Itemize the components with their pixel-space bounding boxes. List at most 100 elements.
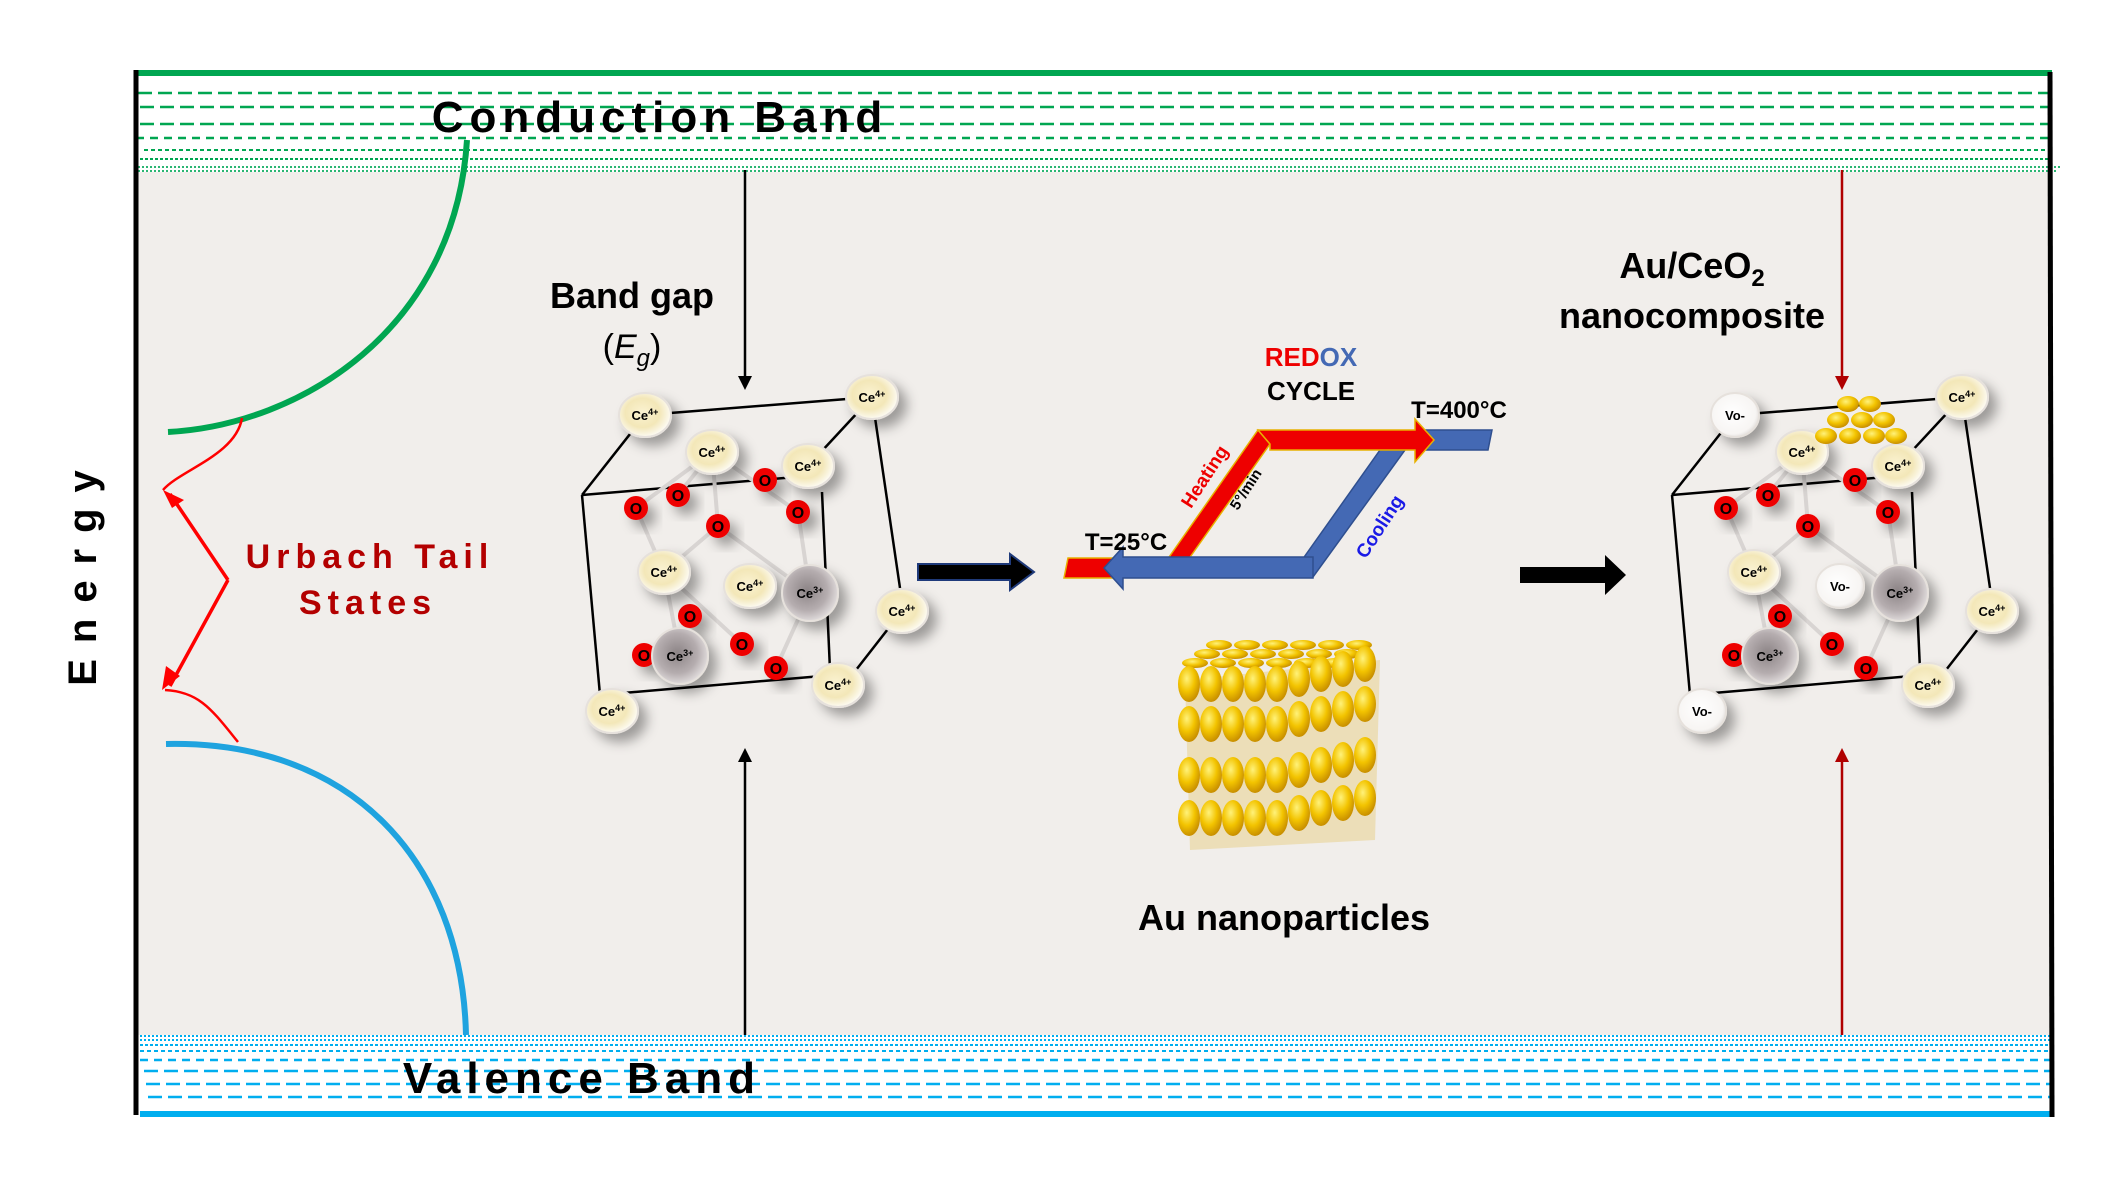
cerium-ion: Ce4+ xyxy=(1871,443,1925,489)
oxygen-label: O xyxy=(672,488,684,505)
valence-band-label: Valence Band xyxy=(403,1054,761,1103)
gold-particle xyxy=(1178,706,1200,742)
oxygen-atom: O xyxy=(1820,632,1844,656)
lattice-edge xyxy=(870,396,902,589)
oxygen-label: O xyxy=(792,505,804,522)
ion-label: Ce4+ xyxy=(1789,444,1816,460)
gold-particle xyxy=(1266,666,1288,702)
ion-label: Ce3+ xyxy=(797,585,824,601)
gold-particle xyxy=(1815,428,1837,444)
oxygen-label: O xyxy=(759,473,771,490)
gold-particle xyxy=(1262,640,1288,650)
heating-arrow xyxy=(1256,417,1436,465)
gold-particle xyxy=(1859,396,1881,412)
gold-cluster xyxy=(1815,396,1907,444)
gold-particle xyxy=(1244,800,1266,836)
oxygen-label: O xyxy=(1774,609,1786,626)
conduction-band xyxy=(136,70,2062,172)
arrow-head-down-icon xyxy=(738,376,752,390)
gold-particle xyxy=(1244,666,1266,702)
ion-label: Ce4+ xyxy=(651,564,678,580)
gold-particle xyxy=(1222,706,1244,742)
oxygen-label: O xyxy=(1882,505,1894,522)
oxygen-vacancy: Vo- xyxy=(1710,392,1760,438)
cerium-ion: Ce4+ xyxy=(1935,374,1989,420)
gold-particle xyxy=(1354,686,1376,722)
cerium-ion: Ce4+ xyxy=(685,429,739,475)
valence-band xyxy=(136,1035,2052,1125)
cerium-ion: Ce4+ xyxy=(585,688,639,734)
au-nanoparticle-cube xyxy=(1178,640,1380,850)
oxygen-atom: O xyxy=(764,656,788,680)
cerium-ion: Ce4+ xyxy=(637,549,691,595)
lattice-edge xyxy=(1689,674,1913,697)
gold-particle xyxy=(1200,666,1222,702)
cerium-ion: Ce4+ xyxy=(811,662,865,708)
gold-particle xyxy=(1238,658,1264,668)
redox-cycle-diagram xyxy=(1063,417,1493,591)
process-arrow-right-icon xyxy=(917,552,1036,592)
gold-particle xyxy=(1288,701,1310,737)
low-temperature-label: T=25°C xyxy=(1085,529,1167,556)
oxygen-label: O xyxy=(1728,648,1740,665)
ion-label: Ce4+ xyxy=(599,703,626,719)
ion-label: Vo- xyxy=(1830,579,1850,594)
oxygen-label: O xyxy=(1720,501,1732,518)
gold-particle xyxy=(1244,757,1266,793)
oxygen-label: O xyxy=(1849,473,1861,490)
gold-particle xyxy=(1222,800,1244,836)
gold-particle xyxy=(1827,412,1849,428)
band-gap-label: Band gap xyxy=(550,275,714,316)
gold-particle xyxy=(1206,640,1232,650)
oxygen-atom: O xyxy=(624,496,648,520)
oxygen-label: O xyxy=(770,661,782,678)
ion-label: Ce3+ xyxy=(1887,585,1914,601)
gold-particle xyxy=(1885,428,1907,444)
ion-label: Ce4+ xyxy=(825,677,852,693)
gold-particle xyxy=(1310,747,1332,783)
cerium-ion: Ce4+ xyxy=(1901,662,1955,708)
gold-particle xyxy=(1210,658,1236,668)
gold-particle xyxy=(1200,757,1222,793)
cerium-ion: Ce4+ xyxy=(781,443,835,489)
gold-particle xyxy=(1178,800,1200,836)
gold-particle xyxy=(1266,658,1292,668)
oxygen-vacancy: Vo- xyxy=(1677,688,1727,734)
cerium-ion: Ce4+ xyxy=(618,392,672,438)
oxygen-atom: O xyxy=(666,483,690,507)
oxygen-label: O xyxy=(638,648,650,665)
cerium-ion: Ce4+ xyxy=(875,588,929,634)
urbach-tail-arrows xyxy=(162,417,244,743)
oxygen-atom: O xyxy=(786,500,810,524)
cycle-label: CYCLE xyxy=(1267,376,1355,406)
gold-particle xyxy=(1837,396,1859,412)
urbach-tail-label: Urbach Tail xyxy=(246,538,495,576)
arrow-head-up-icon xyxy=(738,748,752,762)
oxygen-label: O xyxy=(1860,661,1872,678)
ion-label: Ce3+ xyxy=(667,648,694,664)
gold-particle xyxy=(1354,780,1376,816)
cerium-ion: Ce3+ xyxy=(1871,564,1929,622)
oxygen-label: O xyxy=(736,637,748,654)
oxygen-atom: O xyxy=(1876,500,1900,524)
gold-particle xyxy=(1839,428,1861,444)
ceo2-crystal-structure: OOOOOOOOOCe4+Ce4+Ce4+Ce4+Ce4+Ce4+Ce3+Ce3… xyxy=(580,374,929,734)
oxygen-label: O xyxy=(712,519,724,536)
gold-particle xyxy=(1182,658,1208,668)
gold-particle xyxy=(1873,412,1895,428)
gold-particle xyxy=(1310,696,1332,732)
cerium-ion: Ce3+ xyxy=(1741,627,1799,685)
gold-particle xyxy=(1332,651,1354,687)
ion-label: Ce4+ xyxy=(889,603,916,619)
oxygen-atom: O xyxy=(706,514,730,538)
oxygen-atom: O xyxy=(632,643,656,667)
gold-particle xyxy=(1178,666,1200,702)
ion-label: Ce3+ xyxy=(1757,648,1784,664)
ion-label: Ce4+ xyxy=(1885,458,1912,474)
ion-label: Ce4+ xyxy=(1979,603,2006,619)
gold-particle xyxy=(1354,737,1376,773)
gold-particle xyxy=(1266,706,1288,742)
gold-particle xyxy=(1200,800,1222,836)
cooling-arrow xyxy=(1102,545,1314,591)
